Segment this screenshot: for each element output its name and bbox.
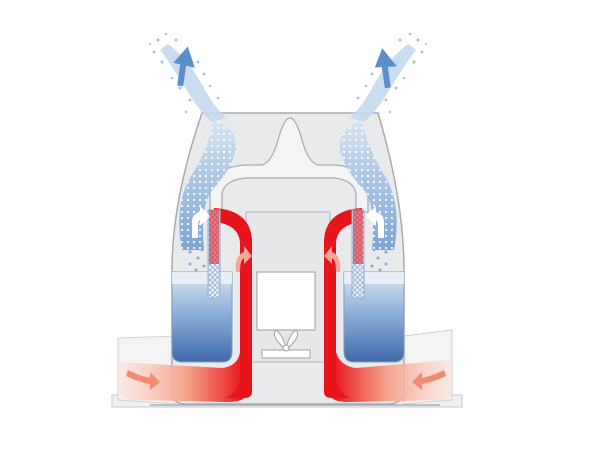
vapor-chamber [209, 117, 369, 213]
arrow-up-icon [192, 206, 210, 238]
arrow-right-icon [126, 370, 160, 390]
arrow-up-icon [235, 246, 252, 272]
arrow-left-icon [412, 370, 446, 390]
arrow-up-icon [374, 48, 397, 89]
wick-right-heated [353, 210, 363, 264]
vapor-speckles-left [148, 32, 220, 114]
water-surface-left [172, 272, 232, 284]
vapor-plume-right [350, 44, 416, 122]
warm-airflow-left [118, 352, 244, 402]
arrow-up-icon [324, 246, 341, 272]
water-reservoir-left [171, 271, 233, 363]
arrow-up-icon [173, 46, 195, 87]
control-window [256, 271, 316, 331]
arrow-up-icon [366, 206, 384, 238]
fan-icon [261, 329, 311, 359]
vapor-speckles-right [356, 32, 428, 114]
steam-dots-left [188, 248, 206, 272]
wick-left-heated [209, 210, 219, 264]
vapor-plume-left [160, 44, 226, 122]
steam-dots-right [370, 248, 388, 272]
